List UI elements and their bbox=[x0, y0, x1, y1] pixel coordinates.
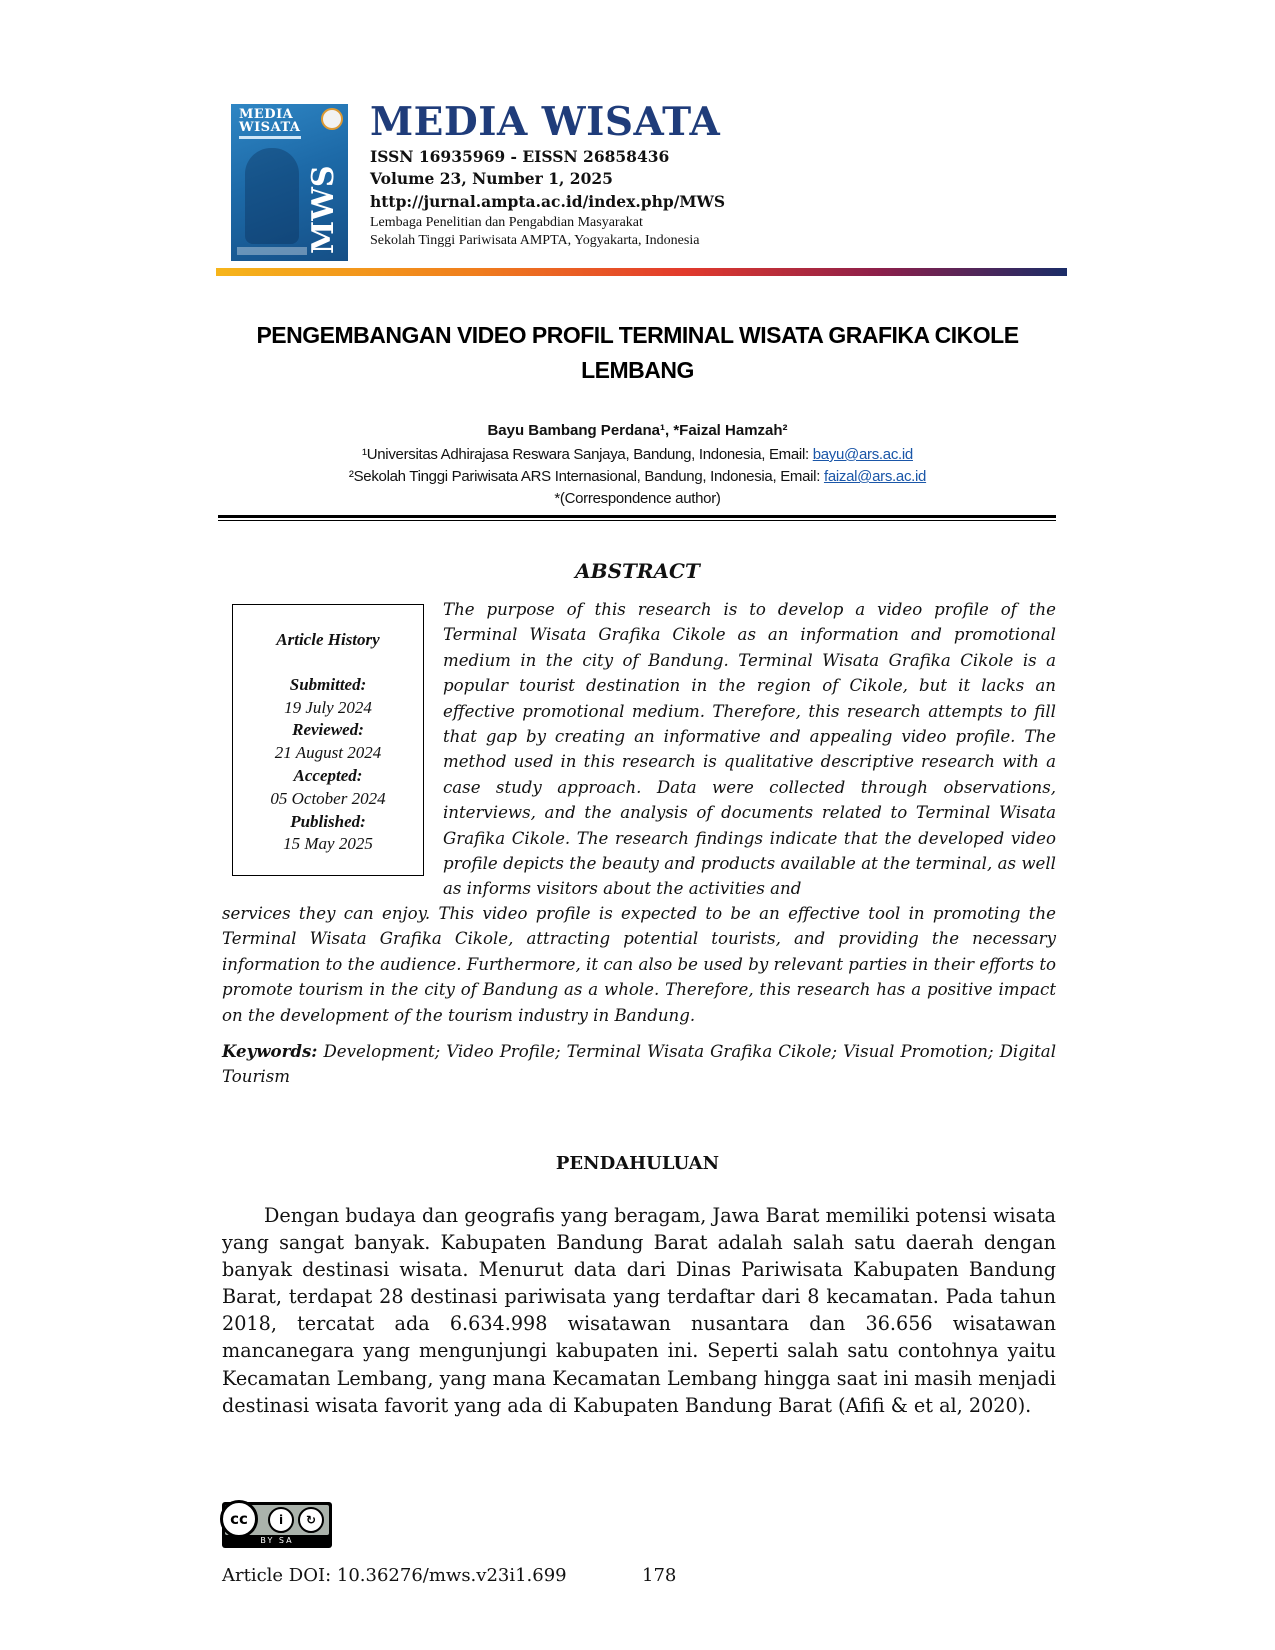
cover-side-text: MWS bbox=[306, 165, 341, 254]
accepted-label: Accepted: bbox=[293, 765, 363, 785]
published-label: Published: bbox=[290, 811, 366, 831]
divider-thin bbox=[218, 520, 1056, 521]
cover-subtitle-line bbox=[239, 136, 301, 139]
journal-volume: Volume 23, Number 1, 2025 bbox=[370, 169, 613, 188]
journal-url[interactable]: http://jurnal.ampta.ac.id/index.php/MWS bbox=[370, 192, 726, 211]
correspondence-note: *(Correspondence author) bbox=[554, 490, 721, 507]
journal-issn: ISSN 16935969 - EISSN 26858436 bbox=[370, 147, 670, 166]
email-1-link[interactable]: bayu@ars.ac.id bbox=[812, 446, 914, 463]
history-title: Article History bbox=[276, 630, 380, 649]
journal-institution-2: Sekolah Tinggi Pariwisata AMPTA, Yogyaka… bbox=[370, 233, 700, 248]
journal-cover-image: MEDIA WISATA MWS bbox=[231, 104, 348, 261]
cover-footer-strip bbox=[237, 247, 307, 255]
journal-institution-1: Lembaga Penelitian dan Pengabdian Masyar… bbox=[370, 215, 643, 230]
institution-emblem-icon bbox=[321, 108, 343, 130]
affiliation-1: ¹Universitas Adhirajasa Reswara Sanjaya,… bbox=[200, 444, 1075, 466]
cover-statue-figure bbox=[245, 148, 299, 244]
cover-title: MEDIA WISATA bbox=[239, 107, 301, 135]
share-alike-icon: ↻ bbox=[298, 1507, 324, 1533]
cc-by-sa-license-badge[interactable]: cc i ↻ BY SA bbox=[220, 1500, 332, 1548]
section-heading-pendahuluan: PENDAHULUAN bbox=[555, 1153, 720, 1174]
affiliation-1-text: ¹Universitas Adhirajasa Reswara Sanjaya,… bbox=[362, 446, 813, 463]
license-badge-text: BY SA bbox=[260, 1536, 294, 1545]
article-title: PENGEMBANGAN VIDEO PROFIL TERMINAL WISAT… bbox=[256, 322, 1019, 383]
article-doi: Article DOI: 10.36276/mws.v23i1.699 bbox=[222, 1565, 567, 1586]
submitted-label: Submitted: bbox=[289, 674, 367, 694]
keywords: Keywords: Development; Video Profile; Te… bbox=[222, 1039, 1056, 1090]
abstract-heading: ABSTRACT bbox=[575, 559, 700, 583]
affiliation-2: ²Sekolah Tinggi Pariwisata ARS Internasi… bbox=[200, 466, 1075, 488]
page-number: 178 bbox=[642, 1565, 677, 1586]
article-history-box: Article History Submitted: 19 July 2024 … bbox=[232, 604, 424, 876]
attribution-icon: i bbox=[268, 1507, 294, 1533]
keywords-label: Keywords: bbox=[222, 1041, 318, 1061]
creative-commons-icon: cc bbox=[220, 1500, 258, 1538]
reviewed-date: 21 August 2024 bbox=[274, 743, 382, 763]
divider-thick bbox=[218, 515, 1056, 518]
affiliation-2-text: ²Sekolah Tinggi Pariwisata ARS Internasi… bbox=[348, 468, 824, 485]
published-date: 15 May 2025 bbox=[283, 834, 373, 854]
reviewed-label: Reviewed: bbox=[292, 720, 364, 740]
email-2-link[interactable]: faizal@ars.ac.id bbox=[823, 468, 927, 485]
intro-paragraph: Dengan budaya dan geografis yang beragam… bbox=[222, 1204, 1056, 1417]
article-authors: Bayu Bambang Perdana¹, *Faizal Hamzah² bbox=[487, 422, 788, 439]
abstract-text-top: The purpose of this research is to devel… bbox=[443, 600, 1056, 899]
accepted-date: 05 October 2024 bbox=[270, 788, 386, 808]
abstract-text-bottom: services they can enjoy. This video prof… bbox=[222, 904, 1056, 1025]
submitted-date: 19 July 2024 bbox=[284, 697, 372, 717]
journal-name: MEDIA WISATA bbox=[370, 99, 721, 145]
keywords-text: Development; Video Profile; Terminal Wis… bbox=[222, 1042, 1056, 1087]
header-color-bar bbox=[216, 268, 1067, 276]
